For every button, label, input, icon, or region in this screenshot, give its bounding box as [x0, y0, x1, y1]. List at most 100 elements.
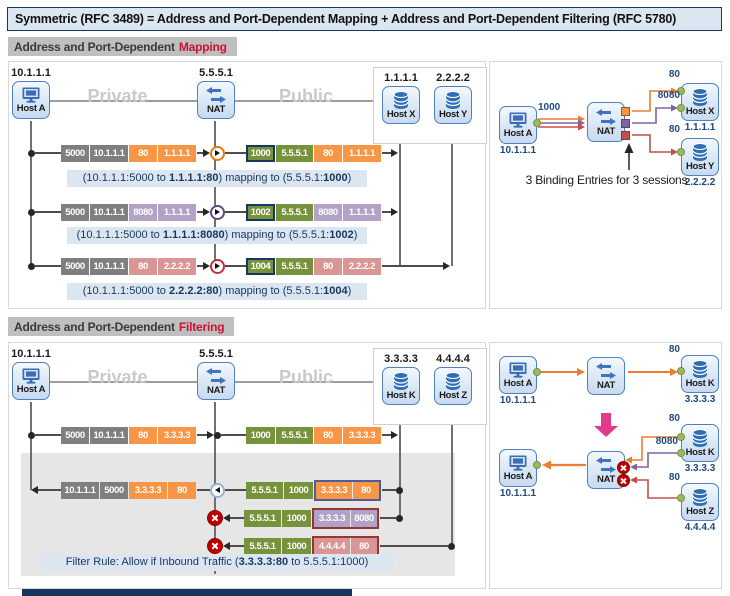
computer-icon: Host A — [499, 106, 537, 144]
src-ip-box: 10.1.1.1 — [90, 257, 128, 275]
host-a-label: Host A — [503, 377, 533, 389]
filtering-diagram-panel: Private Public 10.1.1.1 Host A 5.5.5.1 N… — [8, 342, 487, 589]
flow-line — [35, 211, 61, 213]
private-zone-label: Private — [87, 86, 148, 106]
host-a-drop-line — [30, 402, 32, 490]
nat-node: NAT — [587, 357, 625, 395]
src-port-label: 80 — [668, 472, 680, 483]
host-a-label: Host A — [503, 127, 533, 139]
host-x-node: 1.1.1.1 Host X — [382, 71, 420, 124]
junction-dot — [28, 149, 35, 157]
src-port-label: 8080 — [655, 436, 678, 447]
dst-port-box: 80 — [129, 257, 157, 275]
dst-ip-box: 2.2.2.2 — [158, 257, 196, 275]
dst-port-box: 8080 — [129, 203, 157, 221]
flow-line — [197, 434, 207, 436]
host-x-label: Host X — [685, 105, 715, 117]
dst-ip-box: 1.1.1.1 — [343, 203, 381, 221]
dst-port-label: 80 — [668, 124, 680, 135]
src-port-box: 5000 — [61, 257, 89, 275]
src-ip-box: 10.1.1.1 — [90, 144, 128, 162]
port-dot — [677, 433, 685, 441]
database-icon: Host K — [681, 355, 719, 393]
nat-port-box: 1000 — [284, 481, 313, 499]
port-dot — [677, 104, 685, 112]
flow-line — [197, 265, 203, 267]
junction-dot — [448, 542, 455, 550]
dst-port-box: 80 — [129, 426, 157, 444]
arrowhead-icon — [223, 542, 230, 550]
src-ip-box: 10.1.1.1 — [90, 203, 128, 221]
port-dot — [533, 461, 541, 469]
src-port-label: 1000 — [538, 102, 561, 113]
filtering-section-header: Address and Port-Dependent Filtering — [8, 317, 235, 336]
mapping-caption-3: (10.1.1.1:5000 to 2.2.2.2:80) mapping to… — [67, 283, 367, 300]
mapping-summary-panel: Host A 10.1.1.1 1000 NAT Host X 1.1.1.1 … — [489, 61, 722, 309]
flow-line — [225, 211, 246, 213]
remote-port-box: 8080 — [351, 509, 377, 527]
host-y-label: Host Y — [685, 160, 715, 172]
host-z-ip: 4.4.4.4 — [684, 522, 716, 533]
flow-line — [380, 517, 396, 519]
nat-ip-box: 5.5.5.1 — [244, 537, 281, 555]
flow-line — [197, 489, 210, 491]
binding-port-orange — [621, 107, 630, 116]
host-z-label: Host Z — [686, 505, 714, 517]
binding-port-purple — [621, 119, 630, 128]
dst-port-box: 80 — [314, 144, 342, 162]
database-icon: Host X — [382, 86, 420, 124]
dst-port-label: 80 — [668, 69, 680, 80]
computer-icon: Host A — [499, 449, 537, 487]
dst-port-box: 80 — [129, 144, 157, 162]
mapped-port-box: 1000 — [246, 426, 275, 444]
host-a-ip: 10.1.1.1 — [11, 348, 51, 360]
mapping-flow-row-2: 5000 10.1.1.1 8080 1.1.1.1 1002 5.5.5.1 … — [28, 203, 398, 221]
host-k-label: Host K — [386, 389, 416, 401]
flow-line — [225, 265, 246, 267]
nat-drop-line — [214, 121, 216, 266]
host-k-node: Host K 3.3.3.3 — [681, 355, 719, 405]
filter-rule-caption: Filter Rule: Allow if Inbound Traffic (3… — [41, 554, 393, 571]
host-a-node: Host A 10.1.1.1 — [499, 106, 537, 156]
host-a-ip: 10.1.1.1 — [11, 67, 51, 79]
blocked-x-icon — [617, 474, 630, 487]
src-port-box: 5000 — [61, 426, 89, 444]
host-k-drop-line — [399, 423, 401, 518]
dst-port-box: 5000 — [100, 481, 128, 499]
matched-tuple: 3.3.3.3 80 — [314, 479, 381, 501]
dst-port-label: 8080 — [657, 90, 680, 101]
arrowhead-icon — [31, 486, 38, 494]
nat-icon: NAT — [197, 362, 235, 400]
binding-port-red — [621, 131, 630, 140]
dst-port-box: 80 — [314, 257, 342, 275]
database-icon: Host K — [382, 367, 420, 405]
port-dot — [677, 494, 685, 502]
nat-ip: 5.5.5.1 — [199, 67, 233, 79]
host-y-ip: 2.2.2.2 — [436, 72, 470, 84]
flow-line — [382, 434, 391, 436]
flow-line — [380, 545, 448, 547]
flow-line — [35, 265, 61, 267]
host-x-ip: 1.1.1.1 — [684, 122, 716, 133]
remote-port-box: 80 — [351, 537, 377, 555]
mapping-section-header: Address and Port-Dependent Mapping — [8, 37, 237, 56]
mapping-header-text: Address and Port-Dependent — [14, 39, 175, 54]
mapping-flow-row-1: 5000 10.1.1.1 80 1.1.1.1 1000 5.5.5.1 80… — [28, 144, 398, 162]
mapped-port-box: 1000 — [246, 144, 275, 162]
mapped-ip-box: 5.5.5.1 — [276, 144, 313, 162]
flow-line — [225, 152, 246, 154]
nat-port-box: 1000 — [282, 537, 311, 555]
port-dot — [533, 368, 541, 376]
page-title: Symmetric (RFC 3489) = Address and Port-… — [7, 7, 722, 31]
nat-icon: NAT — [587, 102, 625, 142]
host-z-drop-line — [451, 423, 453, 546]
flow-line — [382, 265, 443, 267]
host-a-ip: 10.1.1.1 — [499, 395, 537, 406]
host-x-node: Host X 1.1.1.1 — [681, 83, 719, 133]
host-a-node: Host A 10.1.1.1 — [499, 356, 537, 406]
nat-label: NAT — [597, 125, 615, 137]
filtered-tuple: 3.3.3.3 8080 — [312, 507, 379, 529]
database-icon: Host Z — [681, 483, 719, 521]
nat-translate-icon — [210, 204, 225, 220]
